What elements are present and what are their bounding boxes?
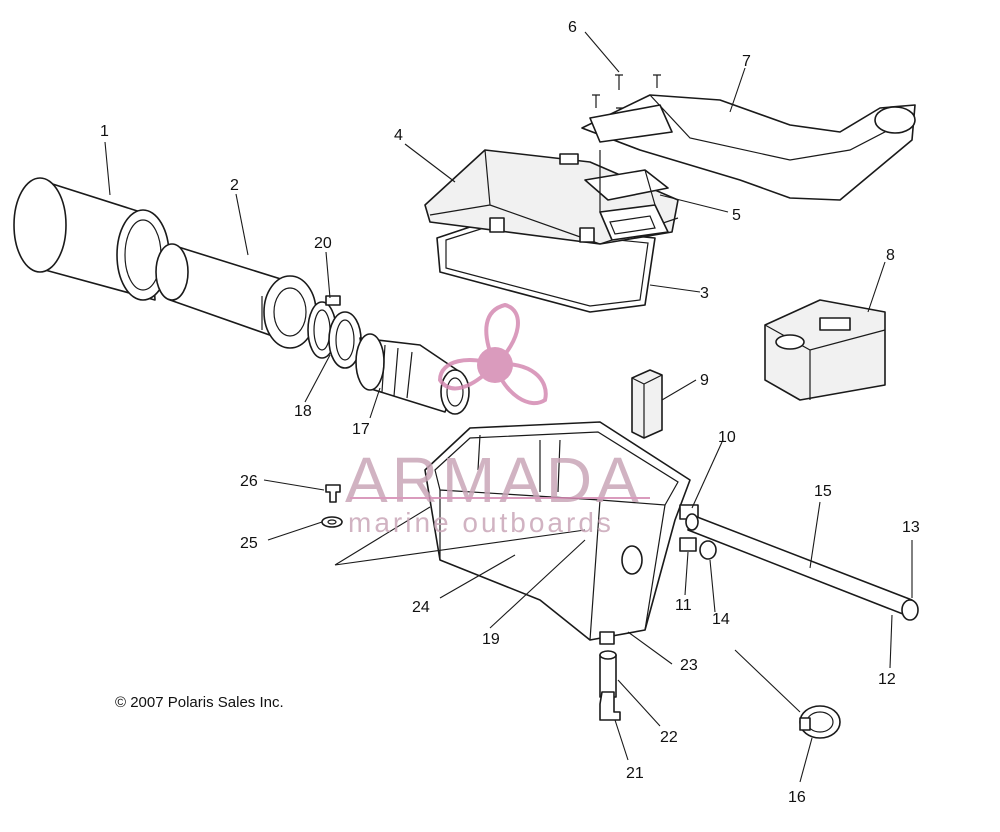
part-8-foam-block (764, 299, 886, 401)
part-25-washer (321, 516, 343, 528)
watermark-subtitle: marine outboards (348, 507, 614, 538)
callout-26: 26 (240, 473, 258, 490)
part-5-duct-adapter (584, 150, 669, 241)
part-17-intake-boot (355, 333, 470, 415)
callout-3: 3 (700, 285, 709, 302)
callout-18: 18 (294, 403, 312, 420)
callout-2: 2 (230, 177, 239, 194)
callout-17: 17 (352, 421, 370, 438)
callout-12: 12 (878, 671, 896, 688)
callout-25: 25 (240, 535, 258, 552)
callout-1: 1 (100, 123, 109, 140)
callout-23: 23 (680, 657, 698, 674)
part-15-drain-tube (685, 513, 913, 617)
callout-8: 8 (886, 247, 895, 264)
part-9-foam-strip (631, 369, 663, 439)
part-22-drain-sleeve (599, 650, 617, 698)
part-2-air-filter (155, 243, 317, 349)
part-7-intake-duct (581, 94, 916, 201)
callout-24: 24 (412, 599, 430, 616)
leader-lines (104, 31, 913, 783)
callout-9: 9 (700, 372, 709, 389)
part-24-airbox-base (424, 421, 691, 645)
part-11-fitting (679, 537, 697, 552)
part-26-bolt (325, 484, 341, 503)
callout-22: 22 (660, 729, 678, 746)
part-1-prefilter (13, 177, 170, 301)
callout-16: 16 (788, 789, 806, 806)
copyright-notice: © 2007 Polaris Sales Inc. (115, 694, 284, 711)
watermark-title: ARMADA (345, 444, 643, 516)
callout-15: 15 (814, 483, 832, 500)
callout-19: 19 (482, 631, 500, 648)
callout-7: 7 (742, 53, 751, 70)
part-21-drain-valve (599, 691, 621, 721)
part-12-tube-end (901, 599, 919, 621)
callout-6: 6 (568, 19, 577, 36)
callout-10: 10 (718, 429, 736, 446)
part-16-hose-clamp (799, 705, 841, 739)
part-14-cap (699, 540, 717, 560)
callout-11: 11 (675, 597, 692, 614)
callout-labels: 1 2 3 4 5 6 7 8 9 10 11 12 13 14 15 16 1… (100, 19, 920, 806)
propeller-logo-icon (437, 302, 548, 406)
callout-13: 13 (902, 519, 920, 536)
callout-21: 21 (626, 765, 644, 782)
callout-4: 4 (394, 127, 403, 144)
callout-20: 20 (314, 235, 332, 252)
watermark: ARMADA marine outboards (345, 302, 650, 538)
callout-5: 5 (732, 207, 741, 224)
callout-14: 14 (712, 611, 730, 628)
